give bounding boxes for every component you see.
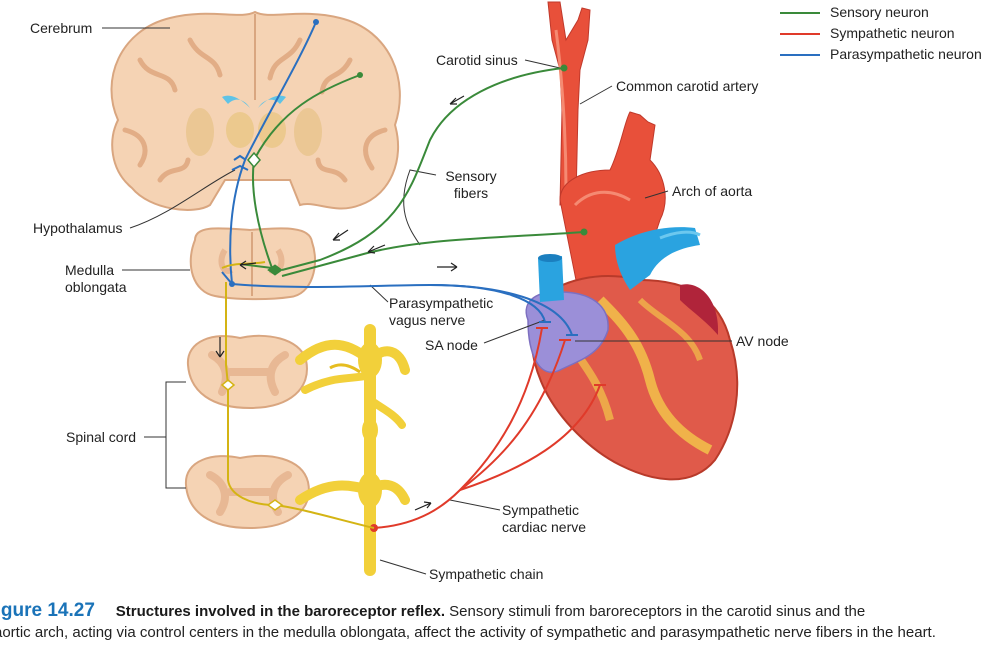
label-sympathetic-chain: Sympathetic chain bbox=[429, 566, 544, 582]
label-sympathetic-cardiac-nerve: Sympathetic cardiac nerve bbox=[502, 502, 587, 535]
legend: Sensory neuron Sympathetic neuron Parasy… bbox=[778, 4, 1004, 67]
spinal-cord-section-upper bbox=[186, 334, 308, 410]
figure-title: Structures involved in the baroreceptor … bbox=[115, 603, 445, 620]
label-arch-of-aorta: Arch of aorta bbox=[672, 183, 753, 199]
caption-text-line-2: aortic arch, acting via control centers … bbox=[0, 624, 936, 641]
label-av-node: AV node bbox=[736, 333, 789, 349]
legend-swatch-green bbox=[780, 12, 820, 14]
heart bbox=[525, 227, 739, 481]
figure-label: Figure 14.27 bbox=[0, 600, 95, 621]
label-sa-node: SA node bbox=[425, 337, 478, 353]
direction-arrows bbox=[215, 95, 465, 511]
legend-swatch-red bbox=[780, 33, 820, 35]
cortical-dot bbox=[357, 72, 363, 78]
legend-item-sensory: Sensory neuron bbox=[778, 4, 1004, 25]
sympathetic-pathway bbox=[373, 327, 601, 529]
aortic-baroreceptor-dot bbox=[580, 228, 588, 236]
label-hypothalamus: Hypothalamus bbox=[33, 220, 123, 236]
blue-origin-dot bbox=[313, 19, 319, 25]
label-parasympathetic-vagus-nerve: Parasympathetic vagus nerve bbox=[389, 295, 494, 328]
legend-label-sensory: Sensory neuron bbox=[830, 4, 929, 20]
label-cerebrum: Cerebrum bbox=[30, 20, 93, 36]
legend-swatch-blue bbox=[780, 54, 820, 56]
spinal-cord-section-lower bbox=[184, 454, 310, 530]
caption-text-line-1: Sensory stimuli from baroreceptors in th… bbox=[449, 603, 866, 620]
legend-label-sympathetic: Sympathetic neuron bbox=[830, 25, 955, 41]
label-sensory-fibers: Sensory fibers bbox=[445, 168, 497, 201]
baroreflex-illustration bbox=[102, 1, 739, 576]
legend-label-parasympathetic: Parasympathetic neuron bbox=[830, 46, 982, 62]
label-medulla-oblongata: Medulla oblongata bbox=[65, 262, 127, 295]
caption-line-1: Figure 14.27 Structures involved in the … bbox=[0, 600, 865, 622]
legend-item-sympathetic: Sympathetic neuron bbox=[778, 25, 1004, 46]
synapse-marker bbox=[267, 264, 283, 276]
sympathetic-chain bbox=[295, 324, 410, 576]
carotid-artery bbox=[547, 1, 591, 206]
leader-lines bbox=[102, 27, 732, 575]
label-common-carotid-artery: Common carotid artery bbox=[616, 78, 759, 94]
blue-nucleus-dot bbox=[229, 281, 235, 287]
legend-item-parasympathetic: Parasympathetic neuron bbox=[778, 46, 1004, 67]
label-spinal-cord: Spinal cord bbox=[66, 429, 137, 445]
label-carotid-sinus: Carotid sinus bbox=[436, 52, 518, 68]
cerebrum-section bbox=[110, 10, 401, 211]
figure-caption: Figure 14.27 Structures involved in the … bbox=[0, 598, 1006, 650]
carotid-baroreceptor-dot bbox=[560, 64, 568, 72]
synapse-marker bbox=[247, 151, 261, 169]
